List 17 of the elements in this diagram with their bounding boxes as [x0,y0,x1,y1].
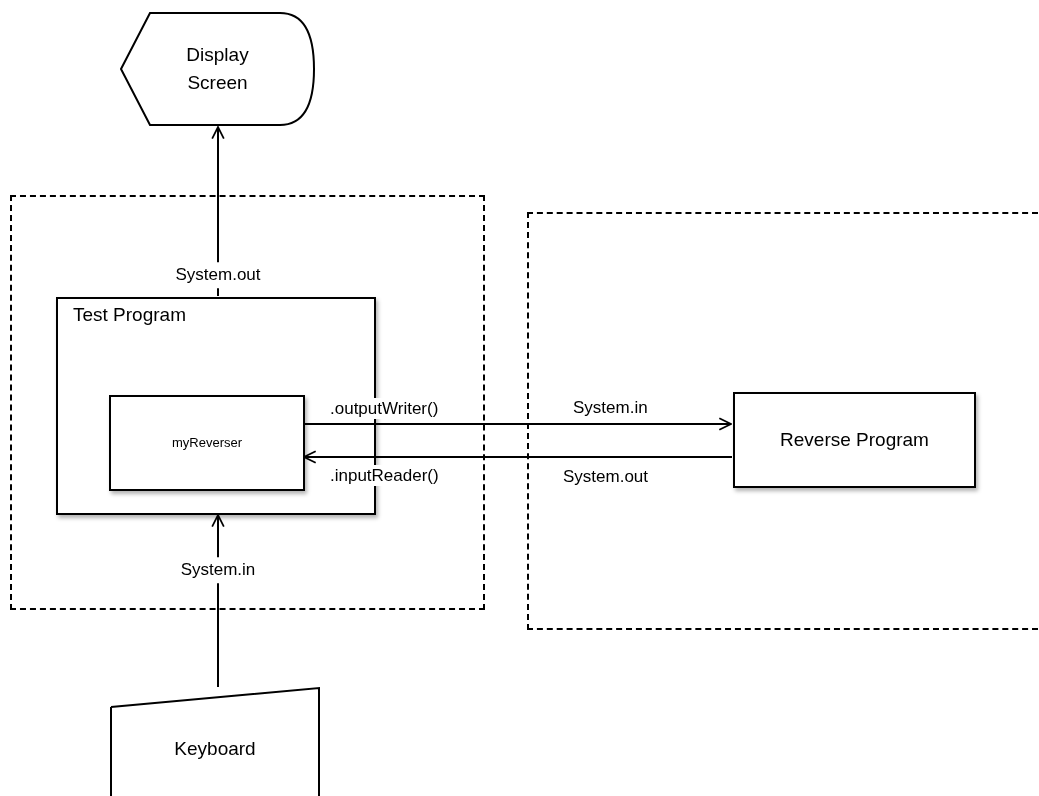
stream-label: System.out [563,466,649,488]
node-label: myReverser [171,434,243,453]
dashed-boundary [10,195,485,610]
dashed-boundary [527,212,1038,630]
node-label: Display Screen [185,42,250,95]
arrow [303,450,733,464]
program-box [733,392,976,488]
stream-label: System.in [573,397,648,419]
edge-label: .inputReader() [330,465,439,487]
arrow [302,417,732,431]
object-box [109,395,305,491]
node-label: Test Program [73,303,187,327]
display-shape [120,12,315,126]
node-label: Keyboard [174,736,256,761]
node-label: Reverse Program [780,427,929,452]
edge-label: .outputWriter() [330,398,439,420]
manual-input-shape [110,687,320,795]
